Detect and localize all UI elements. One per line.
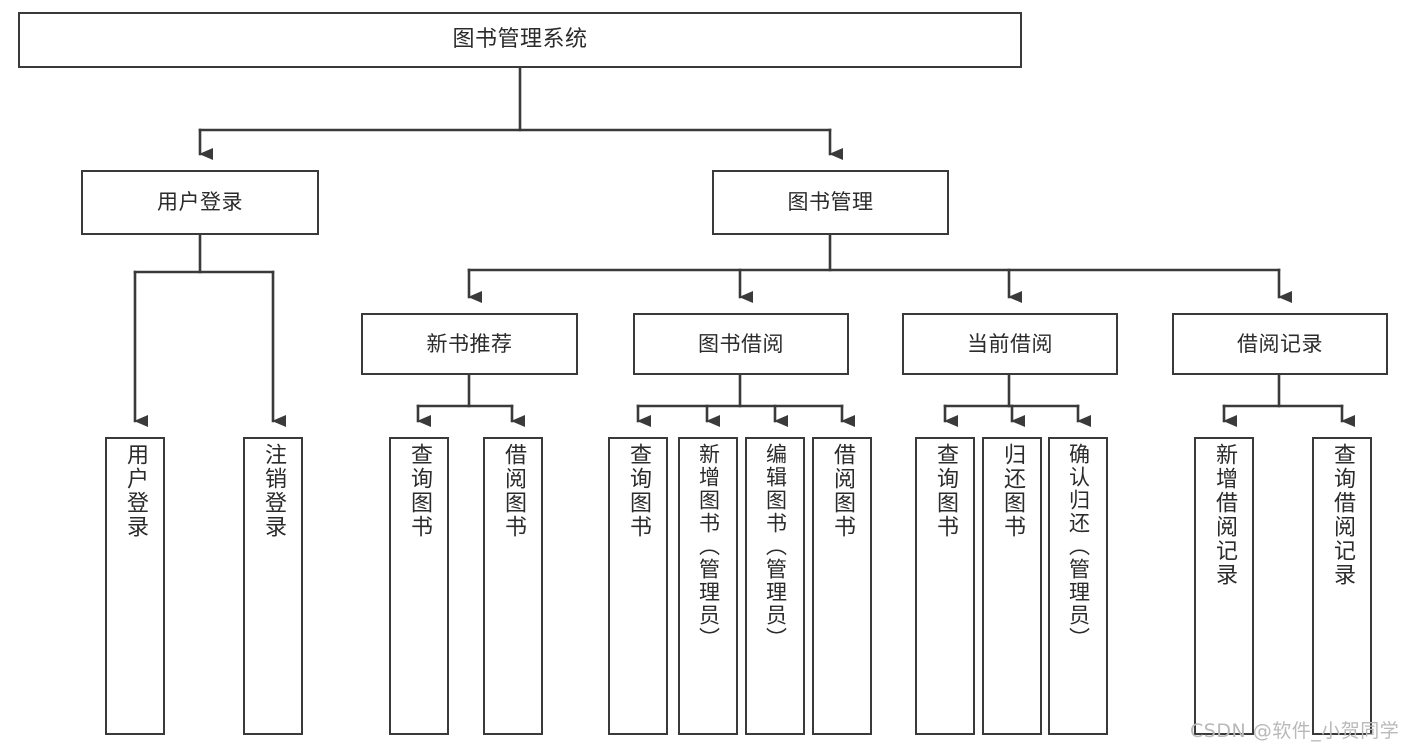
node-leaf-query-record-label: 查询借阅记录 xyxy=(1330,443,1355,587)
node-leaf-query-book-2[interactable]: 查询图书 xyxy=(608,437,668,735)
node-book-manage[interactable]: 图书管理 xyxy=(712,170,949,235)
node-leaf-return-book[interactable]: 归还图书 xyxy=(982,437,1042,735)
node-leaf-add-book[interactable]: 新增图书（管理员） xyxy=(678,437,738,735)
node-current-borrow[interactable]: 当前借阅 xyxy=(902,313,1118,375)
csdn-watermark: CSDN @软件_小贺同学 xyxy=(1190,720,1400,742)
node-leaf-return-book-label: 归还图书 xyxy=(1000,443,1025,539)
node-leaf-borrow-book-2-label: 借阅图书 xyxy=(830,443,855,539)
node-leaf-query-book-3-label: 查询图书 xyxy=(933,443,958,539)
node-leaf-edit-book-label: 编辑图书（管理员） xyxy=(763,443,788,650)
node-new-book-rec[interactable]: 新书推荐 xyxy=(361,313,578,375)
node-leaf-query-book-3[interactable]: 查询图书 xyxy=(915,437,975,735)
node-new-book-rec-label: 新书推荐 xyxy=(426,331,513,356)
node-leaf-query-book-1[interactable]: 查询图书 xyxy=(389,437,449,735)
node-book-manage-label: 图书管理 xyxy=(787,190,874,215)
node-leaf-borrow-book-1[interactable]: 借阅图书 xyxy=(483,437,543,735)
node-borrow-record-label: 借阅记录 xyxy=(1237,331,1323,356)
node-leaf-borrow-book-1-label: 借阅图书 xyxy=(501,443,526,539)
node-leaf-user-login-label: 用户登录 xyxy=(123,443,148,539)
node-leaf-add-record[interactable]: 新增借阅记录 xyxy=(1194,437,1254,735)
node-leaf-query-book-2-label: 查询图书 xyxy=(626,443,651,539)
node-book-borrow[interactable]: 图书借阅 xyxy=(633,313,849,375)
node-leaf-query-book-1-label: 查询图书 xyxy=(407,443,432,539)
node-leaf-logout-login[interactable]: 注销登录 xyxy=(243,437,303,735)
node-leaf-confirm-return-label: 确认归还（管理员） xyxy=(1066,443,1091,650)
node-current-borrow-label: 当前借阅 xyxy=(967,331,1053,356)
node-leaf-logout-login-label: 注销登录 xyxy=(261,443,286,539)
node-leaf-borrow-book-2[interactable]: 借阅图书 xyxy=(812,437,872,735)
node-leaf-edit-book[interactable]: 编辑图书（管理员） xyxy=(745,437,805,735)
node-leaf-user-login[interactable]: 用户登录 xyxy=(105,437,165,735)
node-borrow-record[interactable]: 借阅记录 xyxy=(1172,313,1388,375)
node-root[interactable]: 图书管理系统 xyxy=(18,12,1022,68)
node-leaf-add-record-label: 新增借阅记录 xyxy=(1212,443,1237,587)
node-leaf-confirm-return[interactable]: 确认归还（管理员） xyxy=(1048,437,1108,735)
node-leaf-query-record[interactable]: 查询借阅记录 xyxy=(1312,437,1372,735)
node-leaf-add-book-label: 新增图书（管理员） xyxy=(696,443,721,650)
node-user-login-label: 用户登录 xyxy=(157,190,243,215)
node-root-label: 图书管理系统 xyxy=(452,27,588,53)
node-book-borrow-label: 图书借阅 xyxy=(698,331,784,356)
node-user-login[interactable]: 用户登录 xyxy=(81,170,319,235)
